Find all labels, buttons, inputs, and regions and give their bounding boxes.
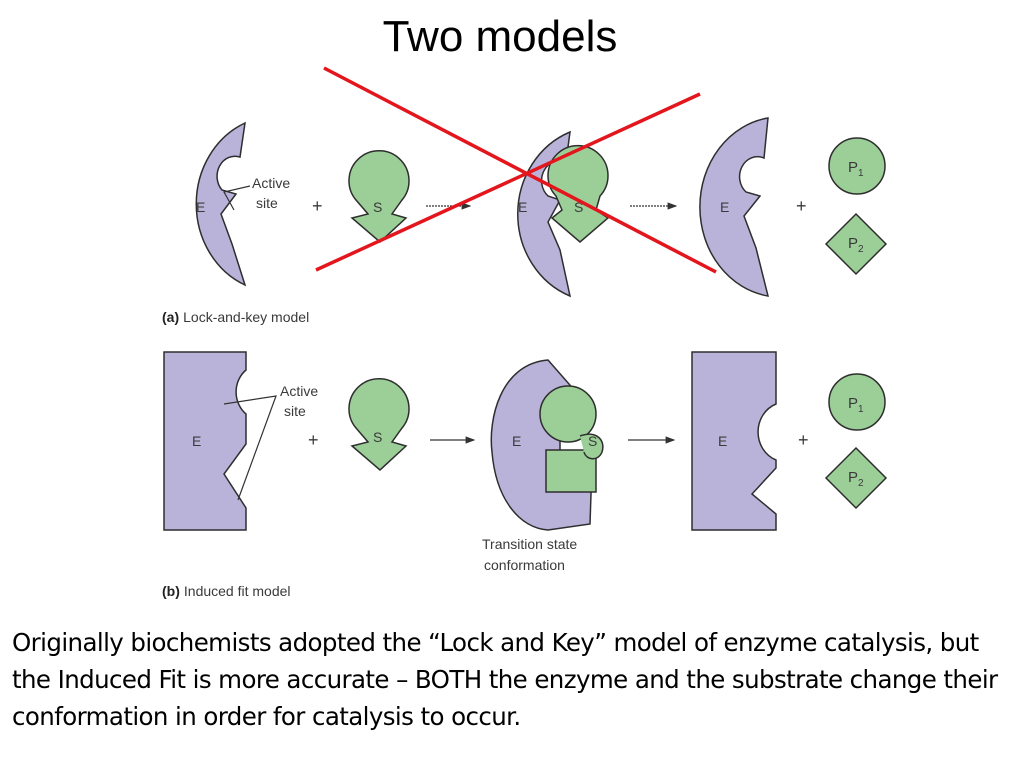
product-2-a-label: P2 <box>848 235 864 255</box>
enzyme-b1-label: E <box>192 433 201 449</box>
slide-caption: Originally biochemists adopted the “Lock… <box>12 628 998 731</box>
enzyme-models-diagram: E Active site + S E S E + P1 P2 (a)Lock-… <box>162 66 888 599</box>
substrate-in-complex-b-head <box>539 385 597 443</box>
enzyme-b1 <box>163 351 247 531</box>
substrate-a-label: S <box>373 199 382 215</box>
enzyme-a1 <box>195 121 247 287</box>
slide-title: Two models <box>382 12 618 61</box>
substrate-b-label: S <box>373 429 382 445</box>
enzyme-b3 <box>691 351 777 531</box>
enzyme-b2-label: E <box>512 433 521 449</box>
active-site-label-a2: site <box>256 195 278 211</box>
product-2-a <box>824 212 888 276</box>
product-1-a <box>828 137 886 195</box>
enzyme-a3-label: E <box>720 199 729 215</box>
enzyme-a3 <box>699 117 770 297</box>
active-site-label-b1: Active <box>280 383 318 399</box>
enzyme-b3-label: E <box>718 433 727 449</box>
plus-b1: + <box>308 430 319 450</box>
plus-a1: + <box>312 196 323 216</box>
substrate-in-complex-a <box>547 144 610 243</box>
enzyme-a2-label: E <box>518 199 527 215</box>
product-1-b-label: P1 <box>848 395 864 415</box>
product-1-b <box>828 373 886 431</box>
substrate-in-complex-a-label: S <box>574 199 583 215</box>
panel-b-caption: (b)Induced fit model <box>162 583 291 599</box>
transition-state-label-1: Transition state <box>482 536 577 552</box>
enzyme-b2 <box>490 359 593 531</box>
substrate-a <box>348 149 410 244</box>
product-2-b <box>824 446 888 510</box>
panel-a-lock-and-key: E Active site + S E S E + P1 P2 (a)Lock-… <box>162 66 888 325</box>
active-site-pointer-b <box>223 395 277 501</box>
cross-out-line-1 <box>323 66 717 274</box>
active-site-pointer-a <box>223 185 251 211</box>
active-site-label-a1: Active <box>252 175 290 191</box>
plus-a2: + <box>796 196 807 216</box>
cross-out-line-2 <box>315 92 701 272</box>
product-1-a-label: P1 <box>848 159 864 179</box>
enzyme-a1-label: E <box>196 199 205 215</box>
panel-b-induced-fit: E Active site + S E S Transition state c… <box>162 351 888 599</box>
plus-b2: + <box>798 430 809 450</box>
active-site-label-b2: site <box>284 403 306 419</box>
transition-state-label-2: conformation <box>484 557 565 573</box>
product-2-b-label: P2 <box>848 469 864 489</box>
substrate-in-complex-b-label: S <box>588 433 597 449</box>
substrate-in-complex-b-link <box>579 433 604 460</box>
panel-a-caption: (a)Lock-and-key model <box>162 309 309 325</box>
substrate-b <box>348 377 410 472</box>
